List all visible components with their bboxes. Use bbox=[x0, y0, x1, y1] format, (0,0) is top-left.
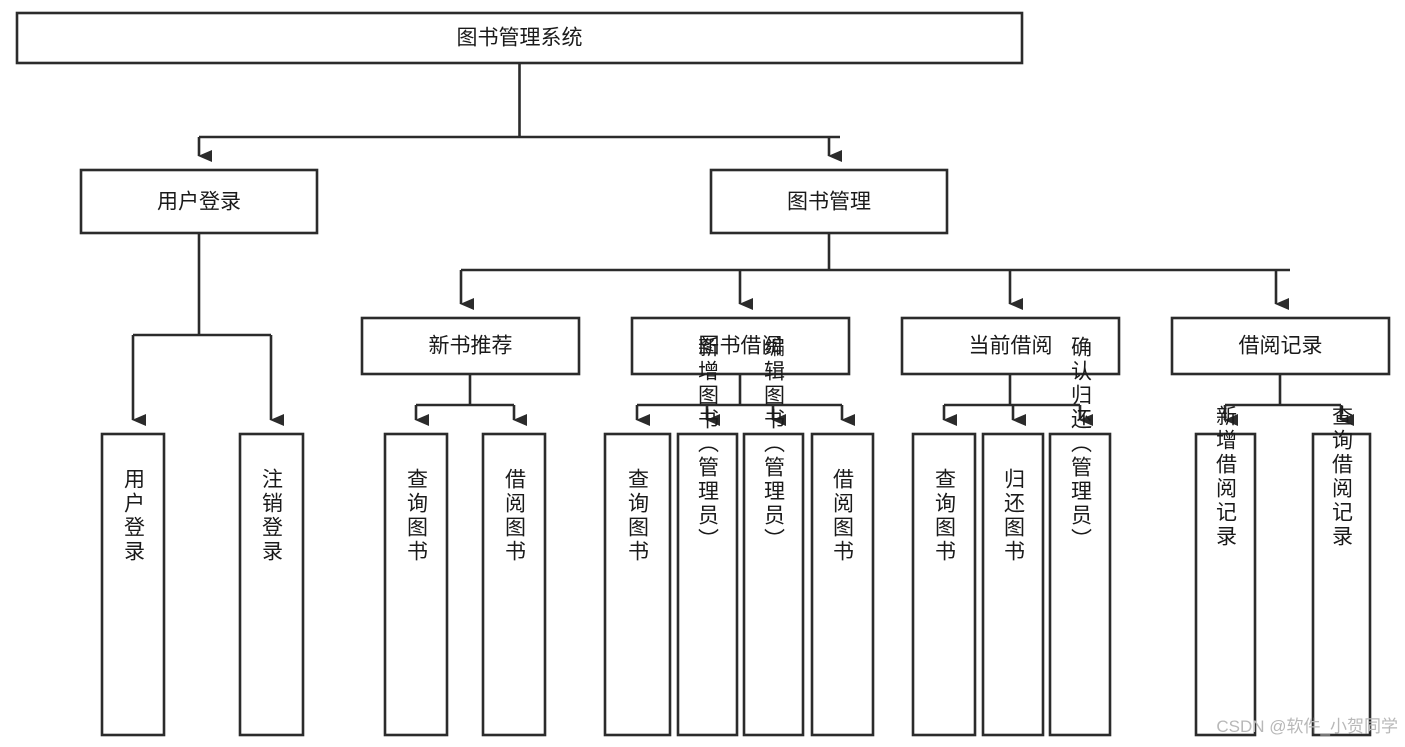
node-leaf-query-book-borrow-label: 查询图书 bbox=[626, 468, 650, 564]
node-leaf-query-book-new-label: 查询图书 bbox=[405, 468, 429, 564]
node-leaf-query-borrow-record[interactable]: 查询借阅记录 bbox=[1311, 405, 1372, 737]
node-leaf-edit-book-admin-box bbox=[742, 432, 805, 737]
node-book-management[interactable]: 图书管理 bbox=[709, 168, 949, 235]
node-leaf-confirm-return-admin-label: 确认归还（管理员） bbox=[1069, 336, 1093, 552]
node-leaf-query-book-current-label: 查询图书 bbox=[933, 468, 957, 564]
node-current-borrow[interactable]: 当前借阅 bbox=[900, 316, 1121, 376]
node-leaf-borrow-book-new[interactable]: 借阅图书 bbox=[481, 432, 547, 737]
node-leaf-query-book-new[interactable]: 查询图书 bbox=[383, 432, 449, 737]
node-user-login-label: 用户登录 bbox=[157, 191, 241, 214]
node-leaf-borrow-book-box bbox=[810, 432, 875, 737]
node-leaf-add-borrow-record[interactable]: 新增借阅记录 bbox=[1194, 405, 1257, 737]
node-borrow-record-box bbox=[1170, 316, 1391, 376]
node-leaf-borrow-book-new-label: 借阅图书 bbox=[503, 468, 527, 564]
node-leaf-borrow-book-label: 借阅图书 bbox=[831, 468, 855, 564]
node-user-login[interactable]: 用户登录 bbox=[79, 168, 319, 235]
node-leaf-return-book-label: 归还图书 bbox=[1002, 468, 1026, 564]
node-leaf-query-book-current-box bbox=[911, 432, 977, 737]
node-leaf-borrow-book[interactable]: 借阅图书 bbox=[810, 432, 875, 737]
node-new-book-recommend-label: 新书推荐 bbox=[429, 335, 513, 358]
node-leaf-logout-label: 注销登录 bbox=[260, 468, 284, 564]
node-leaf-add-book-admin-label: 新增图书（管理员） bbox=[696, 336, 720, 552]
node-leaf-logout-box bbox=[238, 432, 305, 737]
node-leaf-edit-book-admin-label: 编辑图书（管理员） bbox=[762, 336, 786, 552]
node-new-book-recommend-box bbox=[360, 316, 581, 376]
node-book-borrow-label: 图书借阅 bbox=[699, 335, 783, 358]
node-leaf-confirm-return-admin-box bbox=[1048, 432, 1112, 737]
node-leaf-return-book-box bbox=[981, 432, 1045, 737]
node-book-management-box bbox=[709, 168, 949, 235]
node-leaf-query-borrow-record-box bbox=[1311, 432, 1372, 737]
node-leaf-user-login-label: 用户登录 bbox=[122, 468, 146, 564]
node-borrow-record-label: 借阅记录 bbox=[1239, 335, 1323, 358]
node-leaf-user-login[interactable]: 用户登录 bbox=[100, 432, 166, 737]
node-leaf-query-book-borrow-box bbox=[603, 432, 672, 737]
node-leaf-query-book-borrow[interactable]: 查询图书 bbox=[603, 432, 672, 737]
node-leaf-add-borrow-record-box bbox=[1194, 432, 1257, 737]
node-leaf-query-book-current[interactable]: 查询图书 bbox=[911, 432, 977, 737]
node-leaf-logout[interactable]: 注销登录 bbox=[238, 432, 305, 737]
node-root-label: 图书管理系统 bbox=[457, 27, 583, 50]
csdn-watermark: CSDN @软件_小贺同学 bbox=[1216, 717, 1398, 736]
node-book-management-label: 图书管理 bbox=[787, 191, 871, 214]
node-leaf-add-borrow-record-label: 新增借阅记录 bbox=[1214, 405, 1238, 549]
node-leaf-query-borrow-record-label: 查询借阅记录 bbox=[1330, 405, 1354, 549]
node-new-book-recommend[interactable]: 新书推荐 bbox=[360, 316, 581, 376]
node-borrow-record[interactable]: 借阅记录 bbox=[1170, 316, 1391, 376]
node-root-box bbox=[15, 11, 1024, 65]
connector-layer bbox=[131, 63, 1354, 426]
node-leaf-borrow-book-new-box bbox=[481, 432, 547, 737]
node-leaf-edit-book-admin[interactable]: 编辑图书（管理员） bbox=[742, 336, 805, 737]
node-leaf-query-book-new-box bbox=[383, 432, 449, 737]
node-book-borrow-box bbox=[630, 316, 851, 376]
node-leaf-user-login-box bbox=[100, 432, 166, 737]
node-current-borrow-box bbox=[900, 316, 1121, 376]
node-leaf-add-book-admin[interactable]: 新增图书（管理员） bbox=[676, 336, 739, 737]
node-current-borrow-label: 当前借阅 bbox=[969, 335, 1053, 358]
node-leaf-return-book[interactable]: 归还图书 bbox=[981, 432, 1045, 737]
node-leaf-add-book-admin-box bbox=[676, 432, 739, 737]
node-user-login-box bbox=[79, 168, 319, 235]
node-root-system[interactable]: 图书管理系统 bbox=[15, 11, 1024, 65]
node-leaf-confirm-return-admin[interactable]: 确认归还（管理员） bbox=[1048, 336, 1112, 737]
node-book-borrow[interactable]: 图书借阅 bbox=[630, 316, 851, 376]
